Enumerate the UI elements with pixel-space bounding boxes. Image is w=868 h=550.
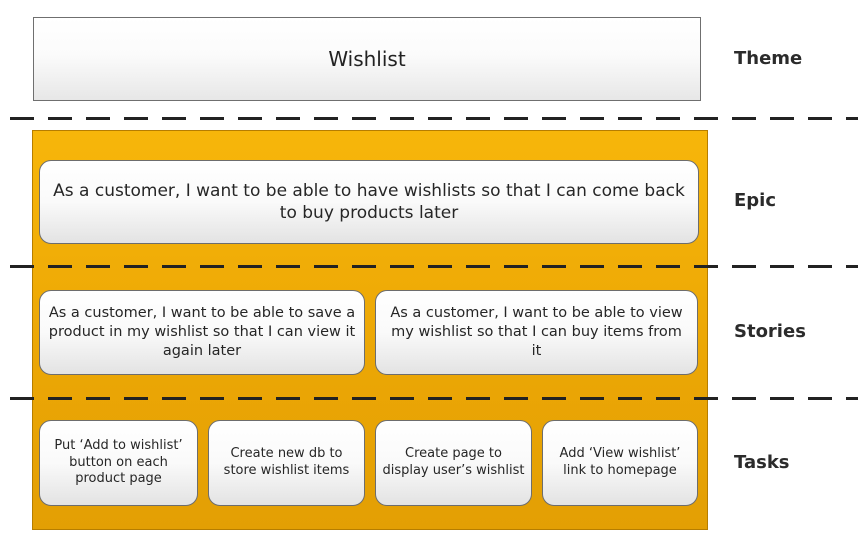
story-card-save-product: As a customer, I want to be able to save… [39,290,365,375]
theme-box: Wishlist [33,17,701,101]
row-label-epic: Epic [734,190,777,211]
row-label-tasks: Tasks [734,452,790,473]
theme-text: Wishlist [328,47,406,71]
separator-stories-tasks [10,397,858,400]
task-card-create-db: Create new db to store wishlist items [208,420,365,506]
row-label-theme: Theme [734,48,803,69]
epic-card: As a customer, I want to be able to have… [39,160,699,244]
separator-theme-epic [10,117,858,120]
task-text: Create page to display user’s wishlist [382,446,525,478]
story-text: As a customer, I want to be able to view… [390,305,683,359]
task-text: Create new db to store wishlist items [223,446,350,478]
story-text: As a customer, I want to be able to save… [48,305,356,359]
epic-text: As a customer, I want to be able to have… [53,180,685,223]
task-text: Add ‘View wishlist’ link to homepage [559,446,681,478]
story-card-view-wishlist: As a customer, I want to be able to view… [375,290,698,375]
separator-epic-stories [10,265,858,268]
row-label-stories: Stories [734,321,806,342]
task-card-add-button: Put ‘Add to wishlist’ button on each pro… [39,420,198,506]
task-text: Put ‘Add to wishlist’ button on each pro… [54,437,183,487]
task-card-add-link: Add ‘View wishlist’ link to homepage [542,420,698,506]
task-card-create-page: Create page to display user’s wishlist [375,420,532,506]
